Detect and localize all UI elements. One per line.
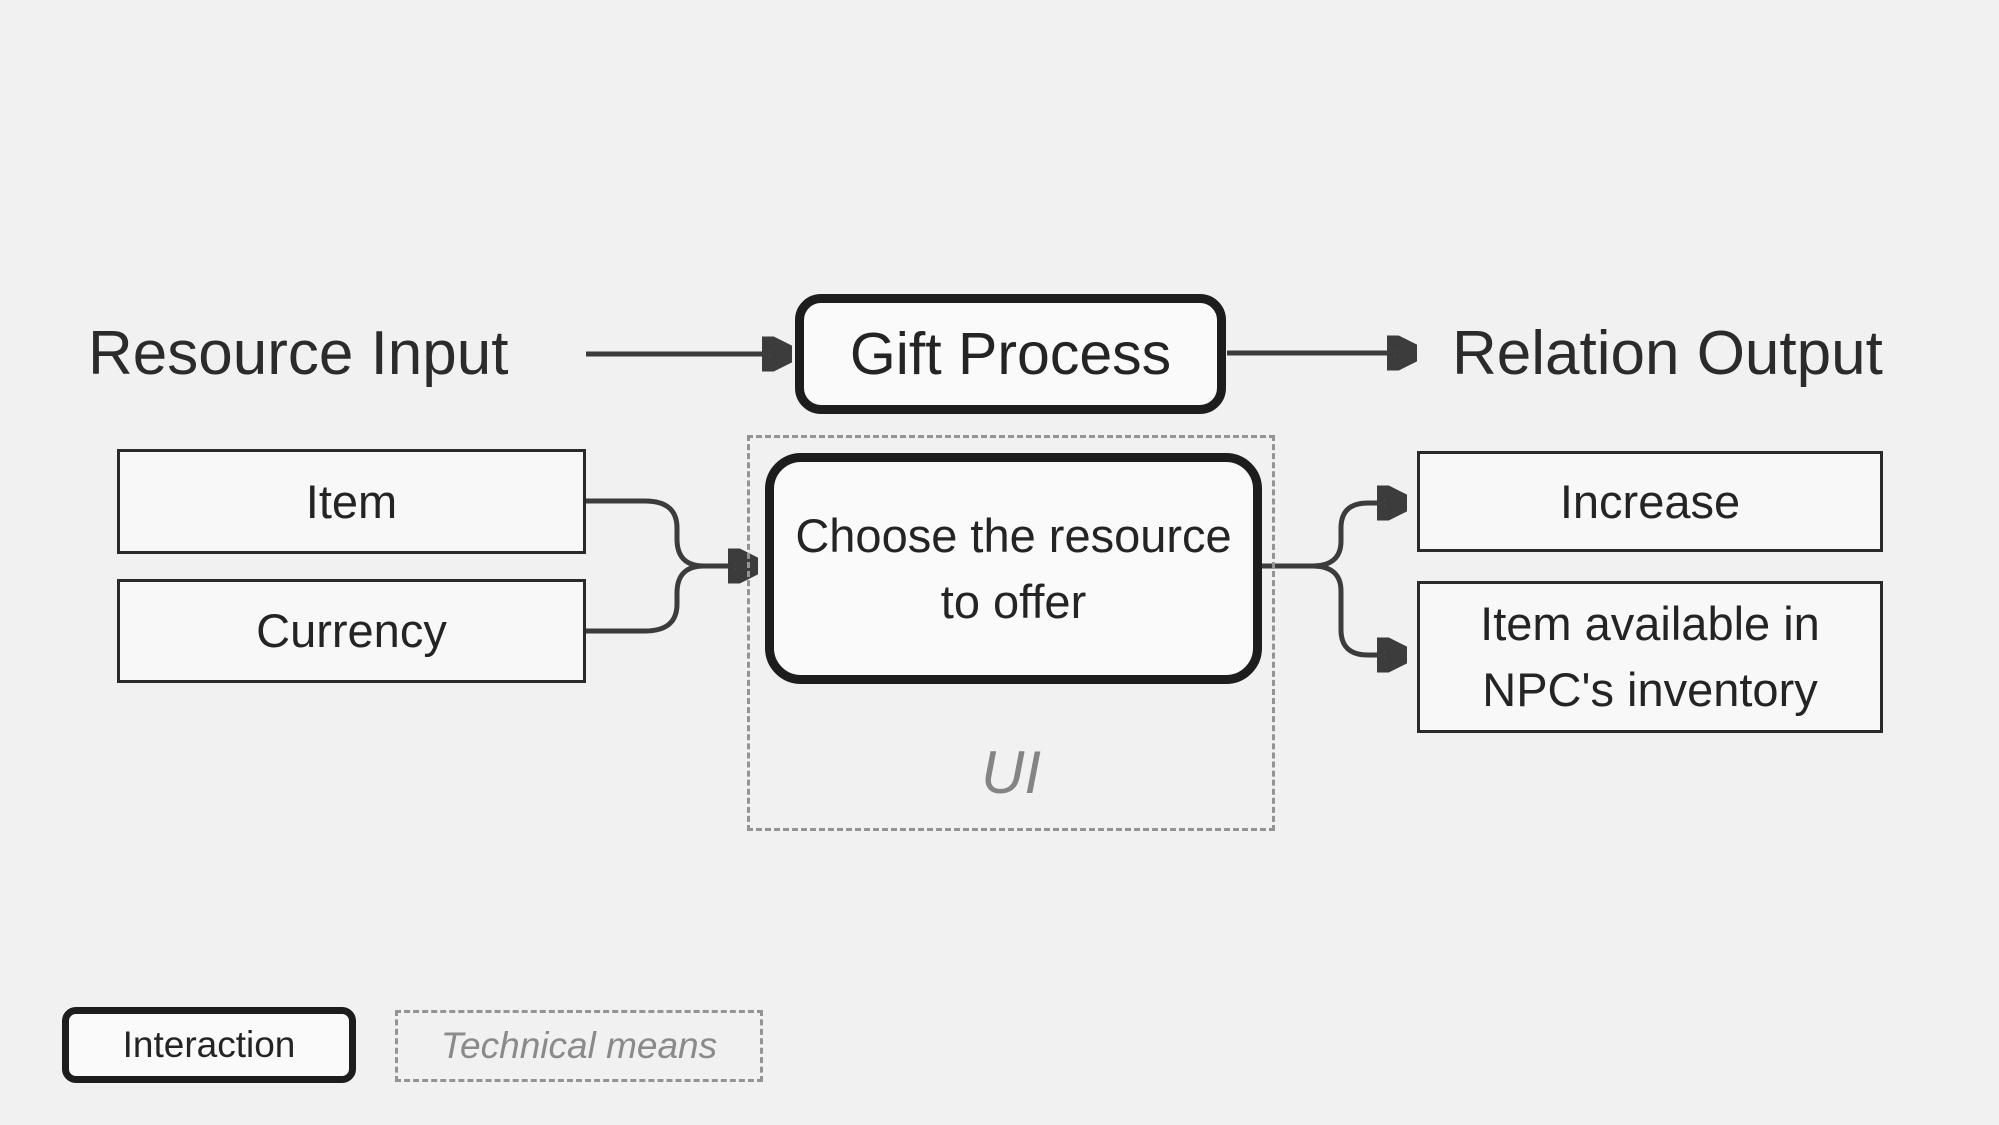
npc-inventory-line-2: NPC's inventory [1482,663,1818,716]
arrow-choose-to-increase [1262,503,1398,569]
npc-inventory-label: Item available in NPC's inventory [1480,591,1820,723]
choose-resource-line-1: Choose the resource [795,508,1232,562]
gift-process-label: Gift Process [849,321,1172,387]
increase-label: Increase [1559,474,1741,528]
relation-output-label: Relation Output [1452,319,1883,388]
choose-resource-label: Choose the resource to offer [795,503,1231,635]
connector-currency-merge [586,563,705,634]
gift-process-node: Gift Process [795,294,1226,414]
currency-node: Currency [117,579,586,683]
increase-node: Increase [1417,451,1883,552]
choose-resource-line-2: to offer [940,574,1087,628]
legend-technical-box: Technical means [395,1010,763,1082]
connector-item-merge [586,498,705,569]
npc-inventory-node: Item available in NPC's inventory [1417,581,1883,733]
item-node: Item [117,449,586,554]
legend-technical-label: Technical means [440,1025,718,1066]
npc-inventory-line-1: Item available in [1480,597,1820,650]
item-label: Item [305,474,398,528]
resource-input-label: Resource Input [88,319,509,388]
currency-label: Currency [256,604,447,657]
legend-interaction-label: Interaction [122,1024,296,1065]
choose-resource-node: Choose the resource to offer [765,453,1262,684]
ui-container [747,435,1275,831]
ui-container-label: UI [981,739,1041,806]
legend-interaction-box: Interaction [62,1007,356,1083]
arrow-choose-to-npc-inventory [1262,563,1398,655]
